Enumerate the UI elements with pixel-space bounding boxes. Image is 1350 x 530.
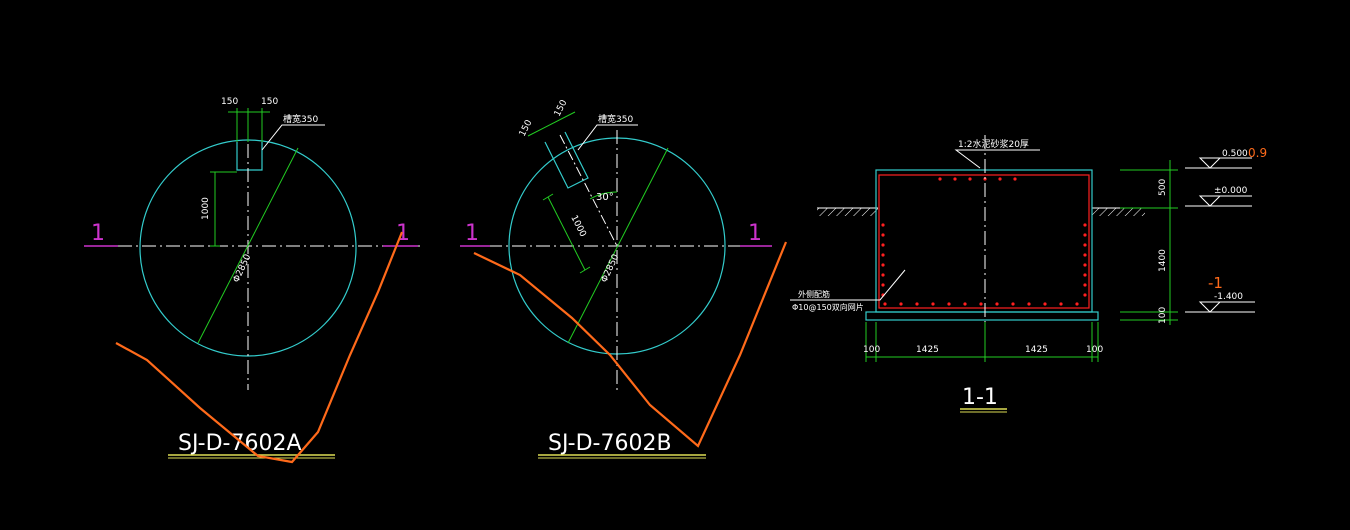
dim-right-0: 500 [1158,179,1168,196]
rebar-dot [1083,253,1087,257]
rebar-dots [881,177,1087,306]
plan-b-section-right: 1 [748,221,762,246]
rebar-dot [915,302,919,306]
tank-wall-outer [875,169,1093,313]
elevation-extra-0: 0.9 [1248,146,1267,160]
plan-b: 30° 150 150 槽宽350 1000 Φ2850 1 1 SJ-D-76… [460,98,788,459]
section-1-1: 1:2水泥砂浆20厚 外侧配筋 Φ10@150双向网片 100 1425 142… [790,135,1267,413]
rebar-dot [947,302,951,306]
rebar-dot [931,302,935,306]
elevation-extra-2: -1 [1208,274,1223,292]
plan-b-note-leader [577,124,638,151]
rebar-dot [1013,177,1017,181]
plan-a-note: 槽宽350 [283,113,318,125]
top-note: 1:2水泥砂浆20厚 [958,138,1029,150]
plan-b-dim-vertical: 1000 [568,214,587,239]
rebar-dot [938,177,942,181]
plan-b-dim-tick [579,266,591,274]
plan-b-diameter-line [567,147,669,344]
rebar-dot [881,253,885,257]
plan-a-note-leader [261,124,325,151]
soil-hatch-icon [1092,208,1145,216]
elevation-marker-2: -1.400 -1 [1185,274,1255,313]
rebar-dot [998,177,1002,181]
plan-b-dim-diameter: Φ2850 [600,253,622,285]
elevation-value-1: ±0.000 [1214,186,1248,196]
rebar-note-line1: 外侧配筋 [798,289,830,299]
tank-base-slab [865,311,1099,321]
rebar-dot [881,233,885,237]
plan-a-dim-diameter: Φ2850 [232,253,254,285]
plan-a-markup-stroke [115,231,404,464]
rebar-note-line2: Φ10@150双向网片 [792,302,864,312]
elevation-marker-1: ±0.000 [1185,186,1252,207]
rebar-dot [899,302,903,306]
plan-b-note: 槽宽350 [598,113,633,125]
elevation-value-0: 0.500 [1222,149,1248,159]
dim-right-2: 100 [1158,307,1168,324]
plan-b-title: SJ-D-7602B [548,431,672,456]
plan-b-dim-left: 150 [518,118,535,138]
plan-a-dim-right: 150 [261,97,278,107]
plan-b-angle: 30° [596,192,614,203]
rebar-dot [881,273,885,277]
plan-b-slot [544,131,589,189]
dim-bottom-2: 1425 [1025,345,1048,355]
elevation-triangle-icon [1198,195,1222,207]
plan-a-section-left: 1 [91,221,105,246]
elevation-value-2: -1.400 [1214,292,1243,302]
rebar-dot [1083,293,1087,297]
plan-b-dim-tick [542,193,554,201]
rebar-cage [878,174,1090,309]
elevation-triangle-icon [1198,157,1222,169]
plan-b-angle-arc [589,191,618,200]
plan-a: 150 150 槽宽350 1000 Φ2850 1 1 SJ-D-7602A [84,97,420,464]
rebar-dot [881,243,885,247]
rebar-dot [963,302,967,306]
rebar-dot [1011,302,1015,306]
rebar-dot [883,302,887,306]
plan-b-slot-centerline [559,134,618,247]
rebar-dot [1075,302,1079,306]
plan-a-dim-left: 150 [221,97,238,107]
elevation-marker-0: 0.500 0.9 [1185,146,1267,169]
dim-bottom-0: 100 [863,345,880,355]
elevation-triangle-icon [1198,301,1222,313]
plan-b-slanted-dim [547,196,586,271]
dim-bottom-1: 1425 [916,345,939,355]
plan-b-section-left: 1 [465,221,479,246]
rebar-dot [1043,302,1047,306]
rebar-dot [953,177,957,181]
plan-b-dim-right: 150 [553,98,570,118]
rebar-dot [1083,273,1087,277]
rebar-dot [881,283,885,287]
plan-a-slot [236,142,263,171]
rebar-dot [1083,233,1087,237]
dim-bottom-3: 100 [1086,345,1103,355]
rebar-dot [881,223,885,227]
plan-b-markup-stroke [473,241,788,448]
rebar-dot [979,302,983,306]
section-title: 1-1 [962,385,998,410]
rebar-dot [1083,263,1087,267]
rebar-dot [1027,302,1031,306]
rebar-dot [1059,302,1063,306]
plan-a-diameter-line [197,147,299,344]
rebar-dot [995,302,999,306]
rebar-dot [1083,243,1087,247]
rebar-note-leader [790,269,906,301]
plan-a-title: SJ-D-7602A [178,431,302,456]
rebar-dot [1083,223,1087,227]
top-note-leader [954,149,1040,169]
plan-a-dim-vertical: 1000 [201,197,211,220]
rebar-dot [881,263,885,267]
dim-right-1: 1400 [1158,249,1168,272]
rebar-dot [968,177,972,181]
rebar-dot [1083,283,1087,287]
plan-b-top-dim [527,111,576,137]
soil-hatch-icon [817,208,878,216]
